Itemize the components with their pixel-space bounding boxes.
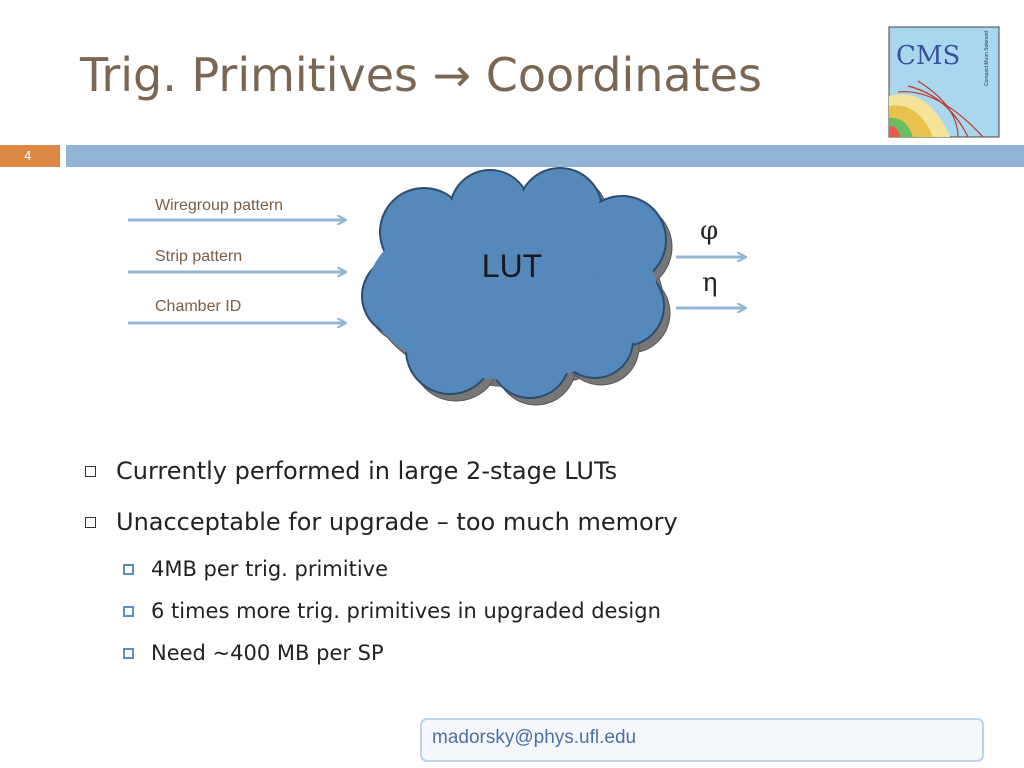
- hollow-square-bullet-icon: [85, 517, 96, 528]
- logo-subtext: Compact Muon Solenoid: [984, 31, 990, 86]
- input-label-strip: Strip pattern: [155, 248, 243, 265]
- slide-number-badge: [0, 145, 60, 167]
- sub-bullet-item: Need ~400 MB per SP: [80, 638, 980, 680]
- output-label-phi: φ: [700, 216, 719, 246]
- logo-text: CMS: [896, 41, 960, 71]
- square-bullet-icon: [123, 564, 134, 575]
- input-label-wiregroup: Wiregroup pattern: [155, 197, 284, 214]
- hollow-square-bullet-icon: [85, 466, 96, 477]
- square-bullet-icon: [123, 648, 134, 659]
- output-label-eta: η: [702, 268, 718, 298]
- footer-email: madorsky@phys.ufl.edu: [432, 727, 637, 748]
- lut-diagram: LUT: [128, 167, 1024, 406]
- bullet-item: Unacceptable for upgrade – too much memo…: [80, 503, 980, 554]
- sub-bullet-item: 4MB per trig. primitive: [80, 554, 980, 596]
- sub-bullet-item: 6 times more trig. primitives in upgrade…: [80, 596, 980, 638]
- cms-logo: CMS Compact Muon Solenoid: [888, 26, 1000, 138]
- lut-label: LUT: [482, 248, 542, 284]
- bullet-list: Currently performed in large 2-stage LUT…: [80, 452, 980, 680]
- sub-bullet-text: Need ~400 MB per SP: [151, 641, 384, 665]
- sub-bullet-text: 4MB per trig. primitive: [151, 557, 389, 581]
- square-bullet-icon: [123, 606, 134, 617]
- bullet-item: Currently performed in large 2-stage LUT…: [80, 452, 980, 503]
- slide-number: 4: [24, 149, 32, 163]
- sub-bullet-text: 6 times more trig. primitives in upgrade…: [151, 599, 661, 623]
- footer-box: [420, 718, 984, 762]
- slide-title: Trig. Primitives → Coordinates: [80, 48, 762, 102]
- input-label-chamber: Chamber ID: [155, 298, 242, 315]
- bullet-text: Unacceptable for upgrade – too much memo…: [116, 508, 678, 536]
- header-bar: [66, 145, 1024, 167]
- bullet-text: Currently performed in large 2-stage LUT…: [116, 457, 618, 485]
